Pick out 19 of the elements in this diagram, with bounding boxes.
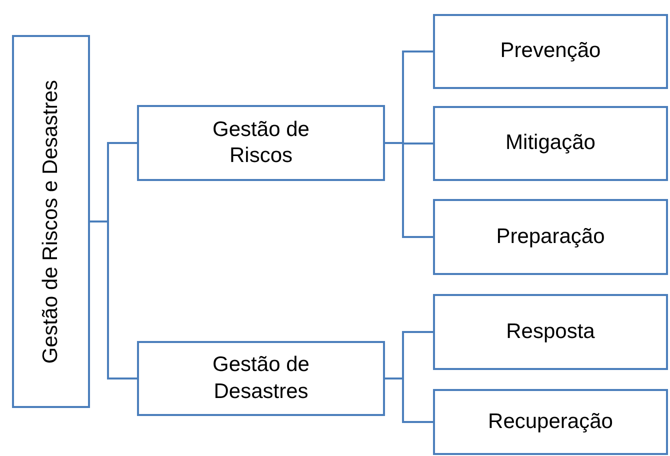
node-label: Gestão de Desastres: [212, 352, 310, 404]
node-label: Gestão de Riscos: [212, 116, 310, 169]
category-box: [433, 389, 668, 455]
category-box: [137, 105, 385, 181]
node-label: Recuperação: [487, 408, 614, 435]
category-box: [433, 199, 668, 275]
connector-line: [385, 142, 433, 238]
category-box: [137, 341, 385, 416]
node-label: Mitigação: [504, 130, 596, 156]
connector-line: [385, 378, 433, 423]
connector-line: [90, 220, 137, 380]
node-label: Preparação: [495, 224, 606, 250]
category-box: [433, 106, 668, 181]
root-box: [12, 35, 90, 408]
node-label: Resposta: [505, 318, 596, 345]
node-label: Prevenção: [499, 38, 602, 64]
node-label: Gestão de Riscos e Desastres: [38, 80, 64, 364]
category-box: [433, 294, 668, 370]
category-box: [433, 14, 668, 89]
